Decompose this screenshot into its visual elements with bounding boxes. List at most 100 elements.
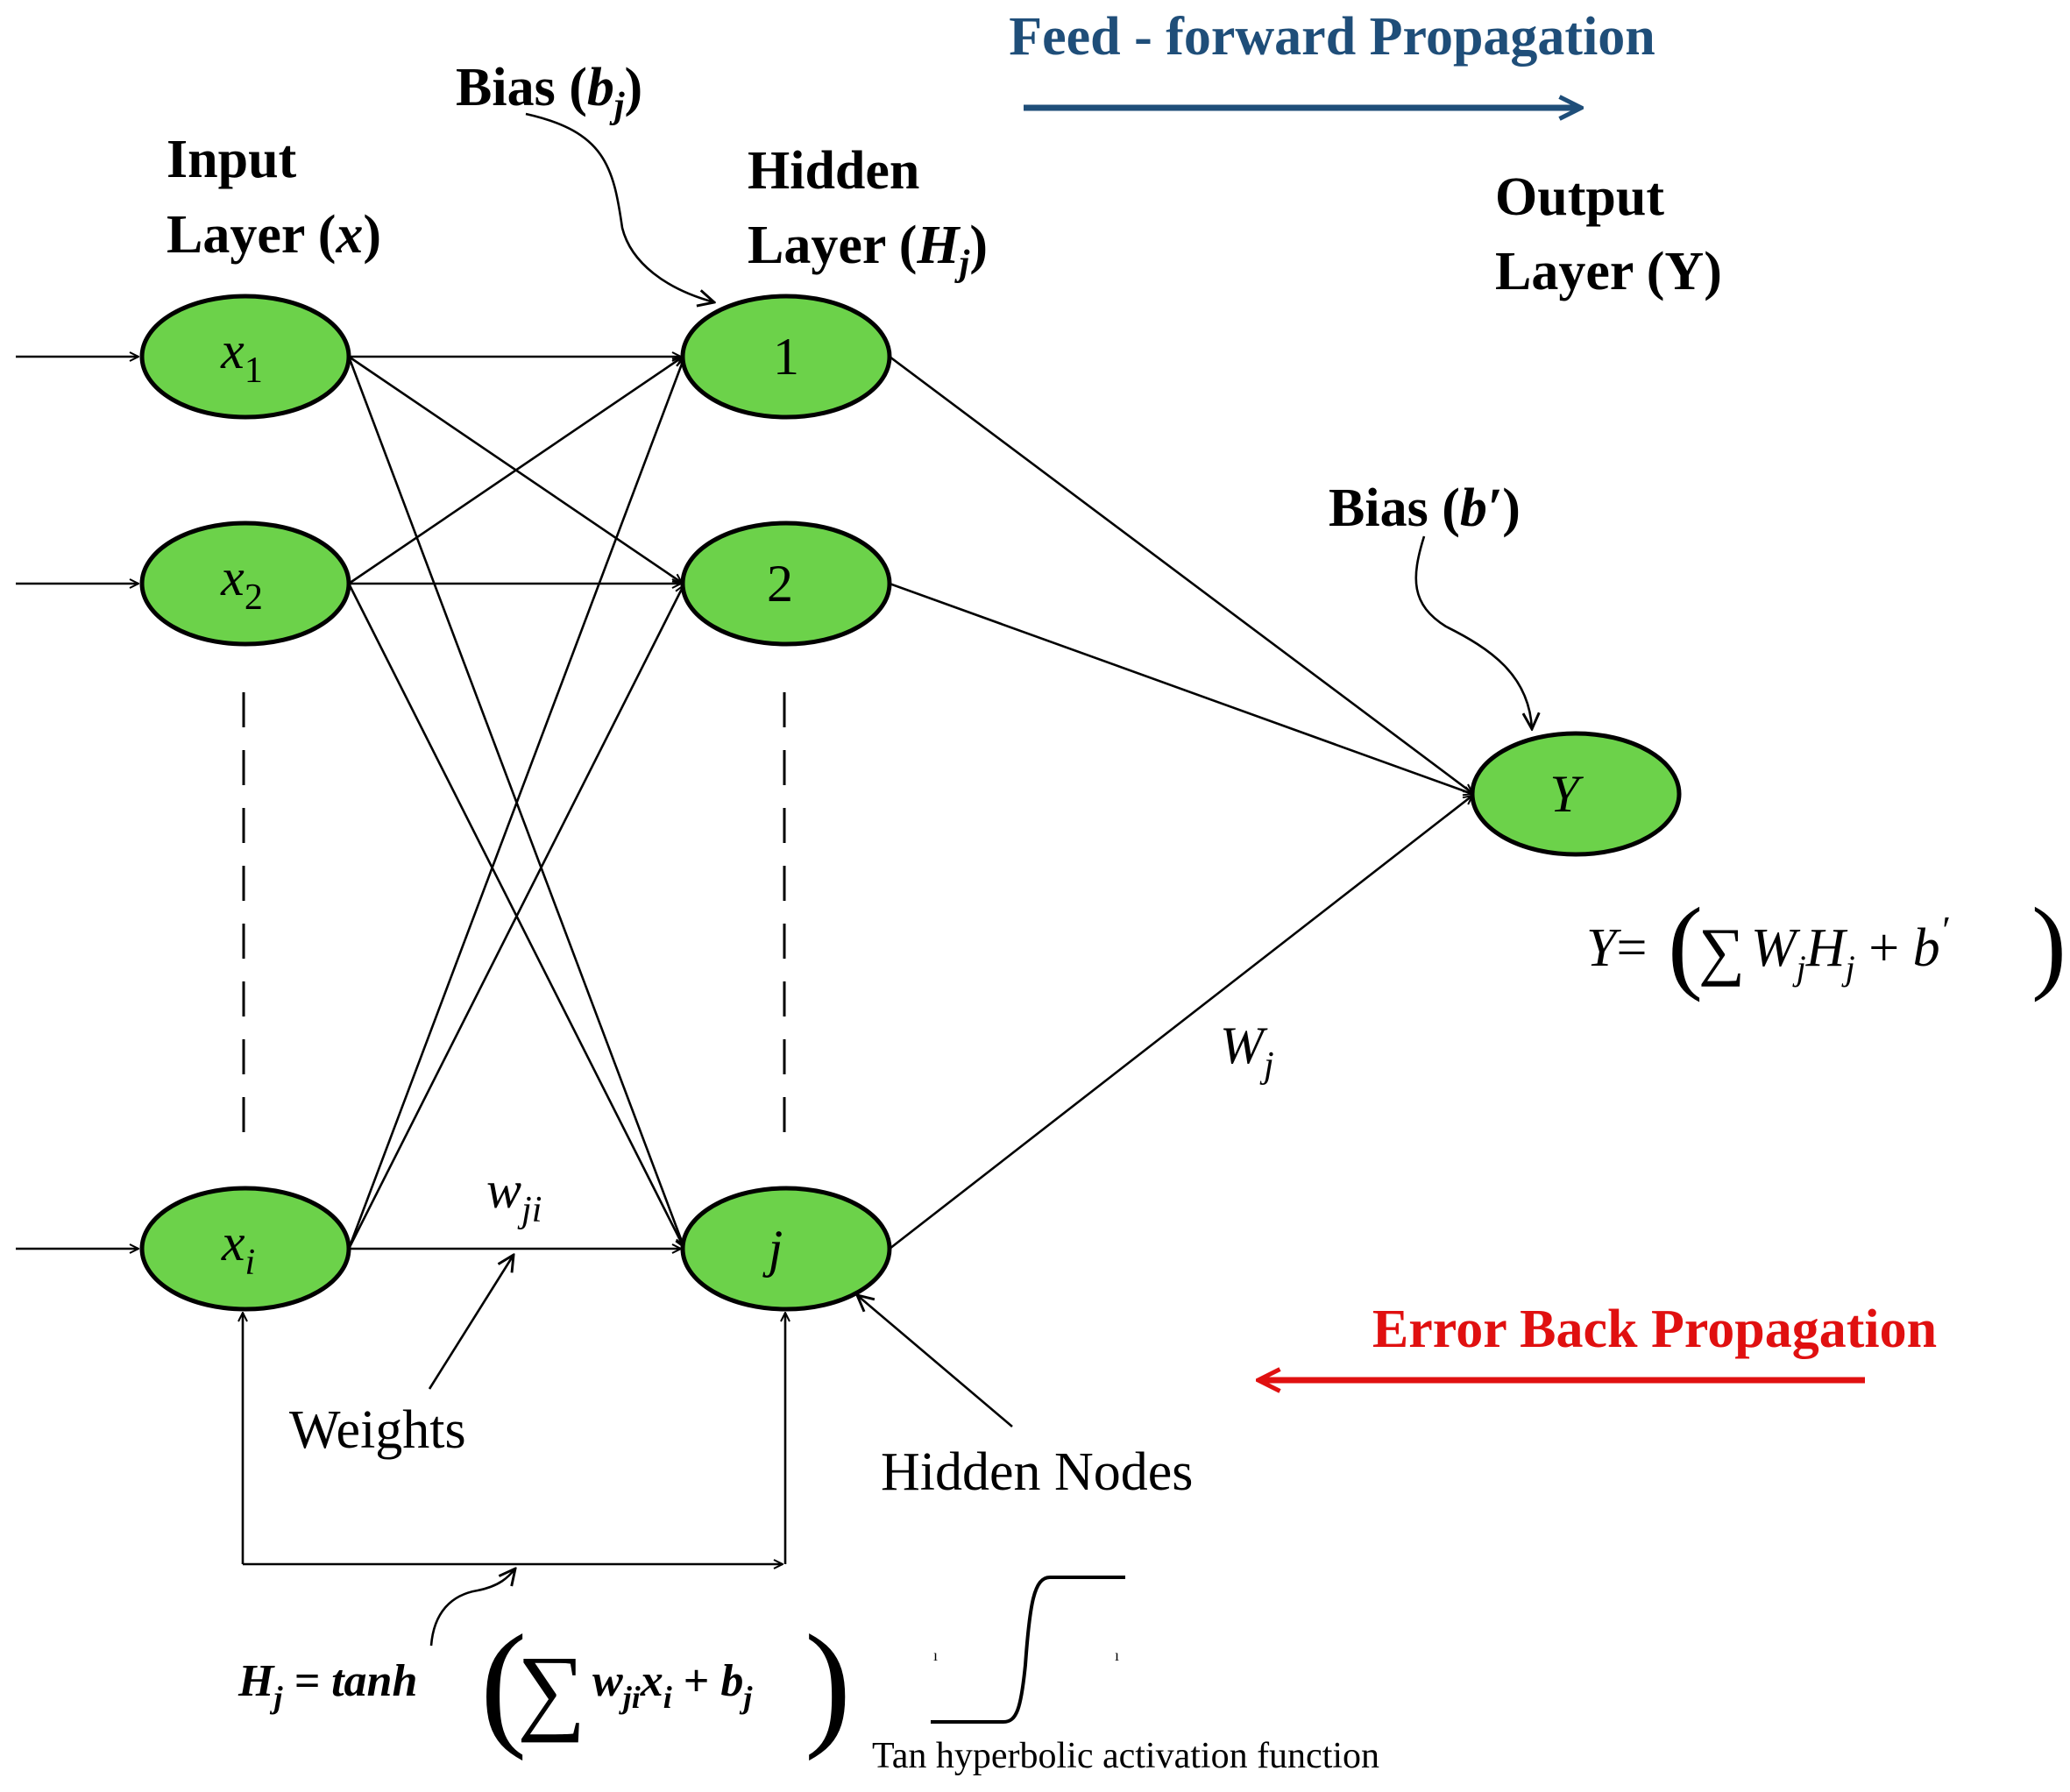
output-eq-close-paren: ): [2031, 886, 2066, 1002]
weight-hidden-label: wji: [486, 1161, 542, 1230]
hidden-equation: Hj = tanh ( ∑ wjixi + bj ): [237, 1605, 851, 1761]
hidden-eq-lhs: H: [237, 1656, 275, 1706]
equation-pointer: [429, 1569, 515, 1647]
input-layer-var: x: [335, 205, 363, 265]
hidden-eq-plus: +: [672, 1656, 721, 1706]
weight-output-var: W: [1220, 1016, 1268, 1074]
bias-output-label: Bias (b′): [1329, 478, 1521, 538]
hidden-node-1: 1: [680, 294, 892, 420]
input-node-i-var: x: [221, 1214, 245, 1271]
weights-pointer: [428, 1255, 514, 1390]
bias-hidden-label: Bias (bj): [456, 58, 642, 126]
svg-text:Layer (x): Layer (x): [167, 205, 381, 265]
bias-hidden-pointer: [525, 112, 714, 302]
hidden-eq-fn: tanh: [331, 1656, 417, 1706]
hidden-layer-suffix: ): [969, 216, 988, 275]
output-eq-b: b: [1913, 918, 1940, 978]
output-eq-w: W: [1751, 918, 1801, 978]
tanh-activation-plot: ı ı: [931, 1576, 1125, 1724]
hidden-eq-w: w: [592, 1656, 623, 1706]
hidden-eq-sum: ∑: [517, 1636, 585, 1743]
input-node-2-shape: [139, 521, 351, 647]
svg-text:Hj = tanh: Hj = tanh: [237, 1656, 417, 1715]
output-node: Y: [1470, 731, 1682, 857]
hidden-node-2: 2: [680, 521, 892, 647]
edge-hj-y: [889, 796, 1472, 1250]
output-layer-line2: Layer (Y): [1495, 242, 1722, 301]
tanh-curve: [931, 1576, 1125, 1724]
edge-xi-h1: [347, 359, 684, 1250]
input-node-i-sub: i: [245, 1243, 255, 1283]
hidden-node-2-shape: [680, 521, 892, 647]
bias-hidden-var: b: [587, 58, 614, 117]
svg-text:Layer (Hj): Layer (Hj): [748, 216, 988, 284]
hidden-layer-var: H: [916, 216, 961, 275]
svg-text:Y=: Y=: [1586, 918, 1647, 978]
hidden-node-j: j: [680, 1186, 892, 1312]
svg-text:x2: x2: [220, 549, 263, 618]
output-eq-open-paren: (: [1668, 886, 1703, 1002]
input-node-1-shape: [139, 294, 351, 420]
hidden-eq-close-paren: ): [805, 1605, 851, 1761]
activation-caption: Tan hyperbolic activation function: [872, 1736, 1379, 1776]
input-node-2: x2: [139, 521, 351, 647]
weight-hidden-var: w: [486, 1161, 521, 1219]
input-layer-suffix: ): [363, 205, 381, 265]
feedforward-label: Feed - forward Propagation: [1009, 7, 1655, 67]
bias-output-pointer: [1414, 535, 1532, 729]
output-eq-equals: =: [1616, 918, 1647, 978]
output-eq-lhs: Y: [1586, 918, 1621, 978]
bias-hidden-suffix: ): [625, 58, 643, 117]
hidden-layer-line1: Hidden: [748, 141, 919, 201]
output-layer-label: Output Layer (Y): [1495, 167, 1722, 301]
bias-output-var: b′: [1460, 478, 1502, 538]
output-node-shape: [1470, 731, 1682, 857]
output-eq-w-sub: j: [1792, 948, 1806, 988]
weight-output-sub: j: [1259, 1045, 1274, 1086]
input-layer-prefix: Layer (: [167, 205, 336, 265]
output-eq-b-sup: ′: [1940, 909, 1950, 952]
hidden-eq-x-sub: i: [663, 1680, 672, 1715]
svg-text:xi: xi: [221, 1214, 255, 1283]
hidden-layer-prefix: Layer (: [748, 216, 917, 275]
tanh-right-tick: ı: [1115, 1647, 1119, 1664]
input-node-1-sub: 1: [245, 351, 263, 391]
hidden-eq-x: x: [640, 1656, 663, 1706]
input-layer-label: Input Layer (x): [167, 130, 381, 265]
hidden-layer-label: Hidden Layer (Hj): [748, 141, 988, 284]
bias-output-suffix: ): [1502, 478, 1521, 538]
output-node-label: Y: [1549, 765, 1584, 823]
hidden-eq-open-paren: (: [480, 1605, 527, 1761]
input-node-2-var: x: [220, 549, 245, 606]
hidden-eq-w-sub: ji: [619, 1680, 641, 1715]
hidden-nodes-pointer: [857, 1295, 1013, 1427]
output-equation: Y= ( ∑ WjHj + b′ ): [1586, 886, 2066, 1002]
hidden-eq-equals: =: [282, 1656, 331, 1706]
bias-output-prefix: Bias (: [1329, 478, 1460, 538]
input-node-2-sub: 2: [245, 577, 263, 618]
weights-caption: Weights: [289, 1400, 466, 1460]
output-layer-line1: Output: [1495, 167, 1664, 227]
input-node-1: x1: [139, 294, 351, 420]
svg-text:WjHj + b′: WjHj + b′: [1751, 909, 1950, 988]
input-node-i-shape: [139, 1186, 351, 1312]
output-eq-plus: +: [1855, 918, 1913, 978]
weight-hidden-sub: ji: [517, 1190, 542, 1230]
edge-h2-y: [889, 582, 1472, 794]
svg-text:wjixi + bj: wjixi + bj: [592, 1656, 753, 1715]
edge-xi-h2: [347, 585, 685, 1250]
input-hidden-edges: [347, 357, 685, 1250]
weight-output-label: Wj: [1220, 1016, 1274, 1086]
input-node-1-var: x: [220, 322, 245, 379]
hidden-node-j-shape: [680, 1186, 892, 1312]
input-layer-line1: Input: [167, 130, 297, 189]
bottom-connector: [243, 1313, 785, 1647]
hidden-nodes-caption: Hidden Nodes: [881, 1442, 1193, 1502]
output-eq-h-sub: j: [1841, 948, 1855, 988]
input-node-i: xi: [139, 1186, 351, 1312]
backprop-label: Error Back Propagation: [1372, 1300, 1937, 1359]
edge-h1-y: [889, 355, 1472, 793]
hidden-node-1-shape: [680, 294, 892, 420]
edge-x2-h1: [348, 358, 682, 585]
